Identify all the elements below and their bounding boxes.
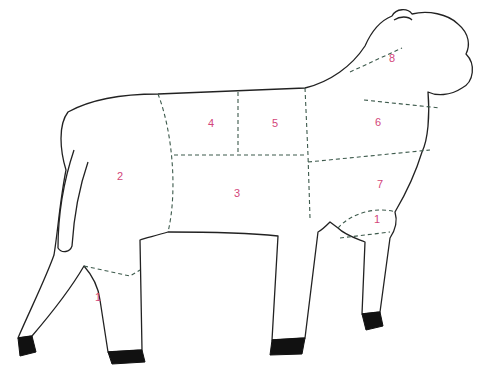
cut-line — [340, 232, 390, 238]
sheep-outline — [18, 10, 472, 352]
cut-line — [174, 154, 306, 155]
callout-number: 5 — [272, 117, 278, 129]
cut-line — [364, 100, 440, 108]
sheep-tail — [58, 150, 88, 252]
callout-number: 4 — [208, 117, 214, 129]
hoof — [270, 338, 305, 355]
callout-number: 7 — [377, 178, 383, 190]
callout-number: 8 — [389, 52, 395, 64]
cut-line — [350, 48, 402, 72]
callout-number: 1 — [95, 291, 101, 303]
callout-number: 6 — [375, 116, 381, 128]
cut-line — [158, 94, 173, 232]
cut-line — [237, 92, 238, 155]
callout-number: 3 — [234, 187, 240, 199]
callout-number: 2 — [117, 170, 123, 182]
callout-number: 1 — [374, 213, 380, 225]
hoof — [108, 350, 145, 364]
hoof — [18, 336, 36, 356]
cut-line — [308, 150, 430, 162]
cut-line — [305, 88, 310, 218]
hoof — [362, 312, 383, 330]
cut-line — [84, 266, 140, 276]
cut-line — [338, 210, 396, 228]
sheep-ear — [394, 17, 412, 20]
